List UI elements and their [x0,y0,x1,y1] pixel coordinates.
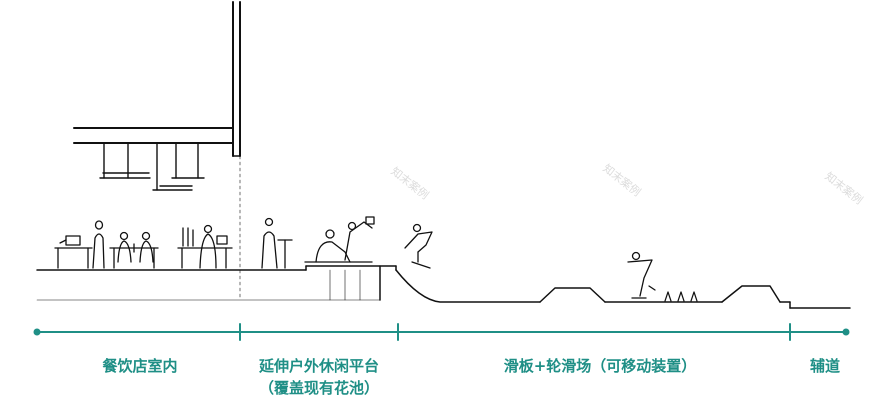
skater-standing [627,251,656,299]
zone-label-skate-park: 滑板+轮滑场（可移动装置） [503,357,697,375]
ruler-start-dot [33,328,41,336]
zone-label-indoor-dining: 餐饮店室内 [102,357,178,375]
skater-jumping [404,223,433,269]
ruler-end-dot [842,328,850,336]
building-structure [73,1,241,301]
zone-label-outdoor-terrace: 延伸户外休闲平台 [258,357,379,375]
pendant-lamps [99,142,205,191]
zone-label-side-road: 辅道 [809,357,840,375]
ground-lines [36,265,851,309]
terrace-people [261,216,375,269]
cones [664,291,698,302]
zone-sublabel-outdoor-terrace: （覆盖现有花池） [258,379,379,397]
zone-ruler [36,323,847,341]
indoor-diners [54,220,233,269]
